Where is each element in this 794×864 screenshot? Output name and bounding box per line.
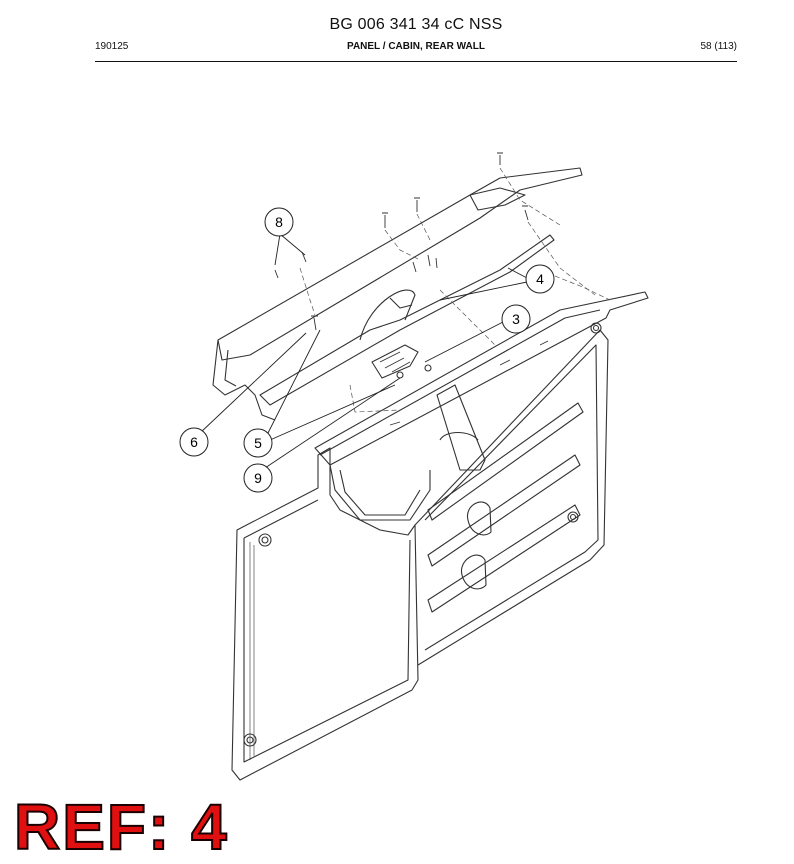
callout-label: 5 xyxy=(254,435,262,451)
callout-8: 8 xyxy=(264,207,294,237)
latch-bracket xyxy=(371,344,432,379)
callout-6: 6 xyxy=(179,427,209,457)
document-number: BG 006 341 34 cC NSS xyxy=(329,16,503,33)
header-rule xyxy=(95,61,737,62)
callout-3: 3 xyxy=(501,304,531,334)
leader-lines xyxy=(199,233,528,469)
page-number: 58 (113) xyxy=(700,41,737,52)
date-code: 190125 xyxy=(95,41,129,52)
screws xyxy=(274,152,529,331)
assembly-lines xyxy=(299,167,611,413)
callout-9: 9 xyxy=(243,463,273,493)
section-title: PANEL / CABIN, REAR WALL xyxy=(347,41,485,52)
top-cover xyxy=(212,167,583,421)
callout-5: 5 xyxy=(243,428,273,458)
callout-label: 8 xyxy=(275,214,283,230)
callout-label: 3 xyxy=(512,311,520,327)
rear-wall-panel xyxy=(231,322,609,781)
callout-4: 4 xyxy=(525,264,555,294)
callout-label: 4 xyxy=(536,271,544,287)
reference-label: REF: 4 xyxy=(13,790,229,864)
callout-label: 9 xyxy=(254,470,262,486)
callout-label: 6 xyxy=(190,434,198,450)
frame-rail xyxy=(314,291,649,521)
